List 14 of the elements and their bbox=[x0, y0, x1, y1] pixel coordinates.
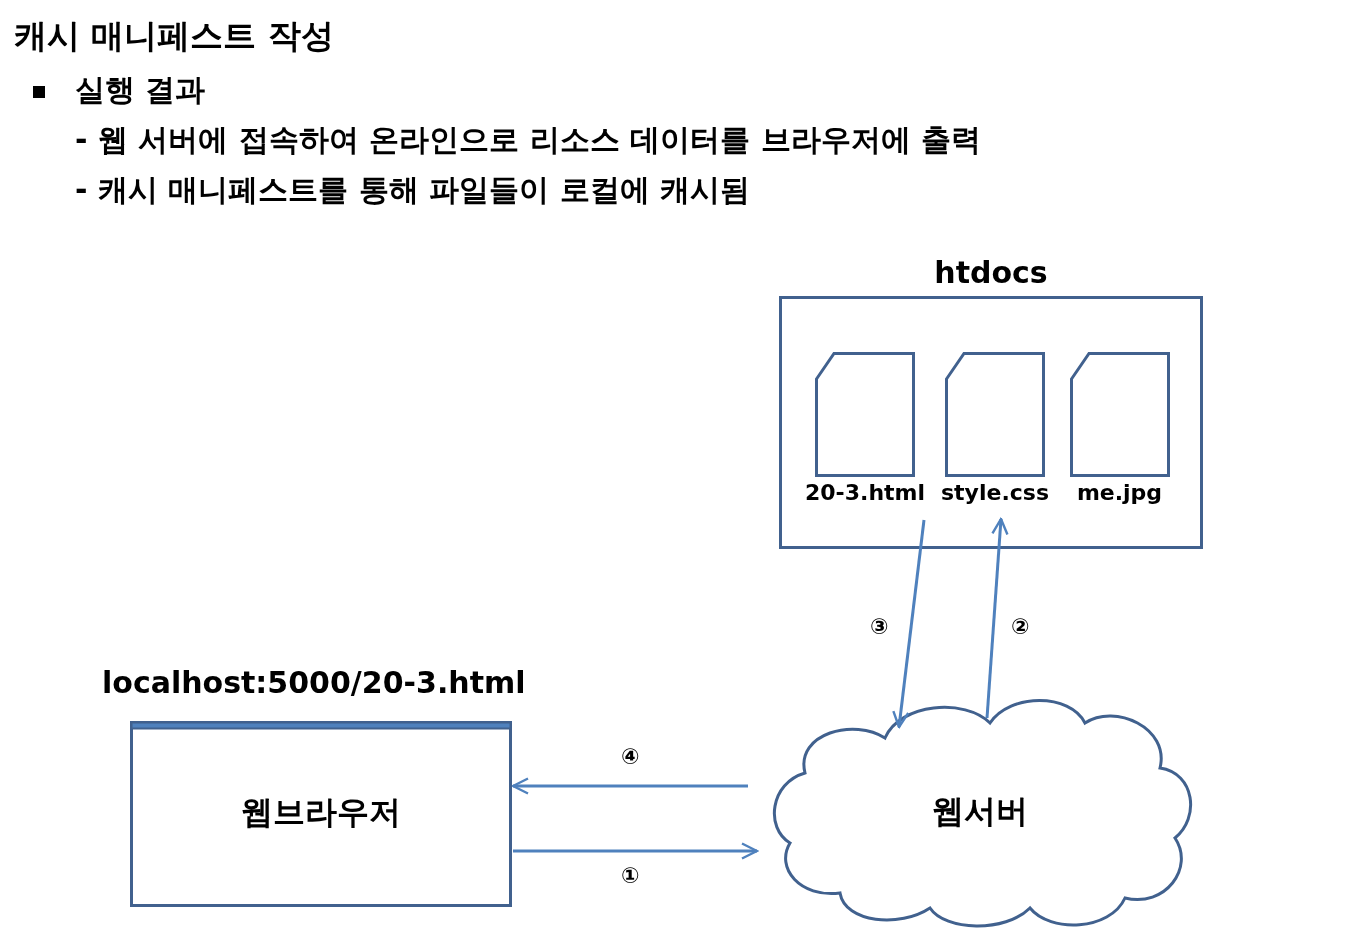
list-item: - 웹 서버에 접속하여 온라인으로 리소스 데이터를 브라우저에 출력 bbox=[75, 121, 981, 159]
arrow bbox=[892, 519, 926, 729]
list-item: - 캐시 매니페스트를 통해 파일들이 로컬에 캐시됨 bbox=[75, 171, 751, 209]
folder-heading: htdocs bbox=[933, 255, 1049, 290]
file-name: 20-3.html bbox=[803, 480, 927, 505]
arrow bbox=[511, 777, 748, 795]
file-name: style.css bbox=[940, 480, 1050, 505]
address-heading: localhost:5000/20-3.html bbox=[102, 665, 526, 700]
file-name: me.jpg bbox=[1075, 480, 1164, 505]
arrow bbox=[513, 842, 759, 860]
server-label: 웹서버 bbox=[931, 791, 1029, 832]
title: 캐시 매니페스트 작성 bbox=[14, 15, 334, 57]
list-item-heading: 실행 결과 bbox=[75, 71, 206, 109]
browser-label: 웹브라우저 bbox=[240, 792, 402, 833]
